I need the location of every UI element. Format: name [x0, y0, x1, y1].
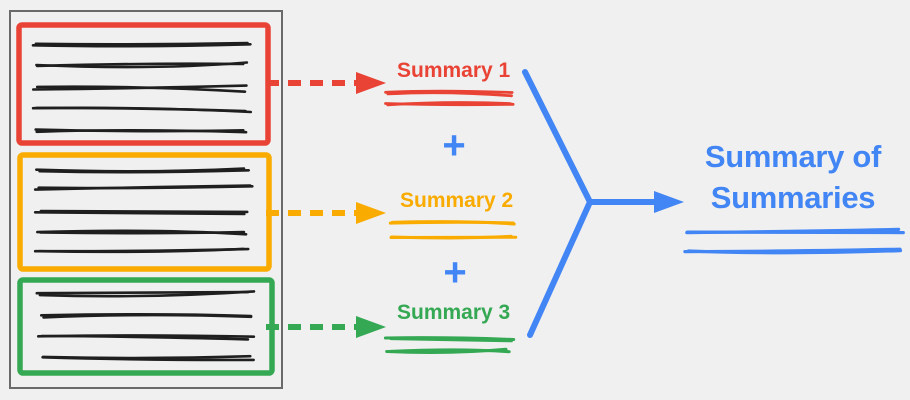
arrowhead-red-icon	[356, 72, 386, 94]
arrow-section3-to-summary3	[266, 316, 386, 338]
plus-operator-2: +	[443, 250, 467, 295]
sketch-stroke	[39, 209, 249, 214]
arrow-section1-to-summary1	[266, 72, 386, 94]
result-title: Summary of Summaries	[704, 139, 882, 215]
summary3-scribble	[383, 336, 516, 355]
sketch-stroke	[42, 313, 253, 319]
arrowhead-green-icon	[356, 316, 386, 338]
sketch-stroke	[31, 106, 253, 114]
document-text-lines-section1	[31, 41, 253, 134]
sketch-stroke	[390, 220, 516, 226]
sketch-stroke	[388, 348, 511, 354]
label-summary-3: Summary 3	[397, 301, 511, 324]
sketch-stroke	[386, 91, 513, 98]
sketch-stroke	[31, 43, 252, 48]
sketch-stroke	[37, 334, 256, 338]
sketch-stroke	[35, 167, 246, 173]
sketch-stroke	[41, 354, 252, 360]
document-text-lines-section3	[35, 290, 256, 362]
merge-arrowhead-icon	[654, 191, 684, 213]
document-outline	[9, 10, 283, 389]
label-summary-2: Summary 2	[400, 189, 514, 212]
sketch-stroke	[37, 185, 254, 190]
sketch-stroke	[38, 290, 256, 298]
sketch-stroke	[35, 85, 247, 93]
sketch-stroke	[384, 89, 514, 94]
sketch-stroke	[34, 128, 245, 133]
summary2-scribble	[388, 220, 518, 240]
result-scribble	[683, 227, 905, 255]
plus-operator-1: +	[442, 123, 466, 168]
sketch-stroke	[34, 41, 249, 46]
sketch-stroke	[686, 249, 903, 255]
sketch-stroke	[33, 247, 250, 253]
document-text-lines-section2	[33, 167, 254, 254]
arrow-section2-to-summary2	[266, 202, 386, 224]
sketch-stroke	[386, 101, 512, 107]
merge-connector	[522, 69, 659, 338]
sketch-stroke	[39, 230, 246, 235]
arrowhead-yellow-icon	[356, 202, 386, 224]
label-summary-1: Summary 1	[397, 59, 511, 82]
sketch-stroke	[33, 211, 246, 216]
sketch-stroke	[383, 336, 516, 341]
summary1-scribble	[384, 89, 515, 107]
sketch-stroke	[35, 61, 249, 69]
sketch-stroke	[685, 230, 905, 235]
